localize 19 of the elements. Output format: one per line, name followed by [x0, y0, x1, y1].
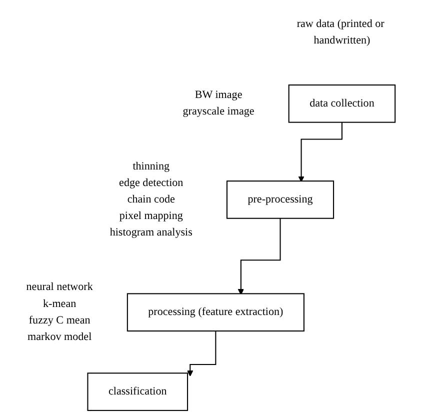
node-box: [226, 180, 334, 219]
node-label: thinning: [133, 160, 170, 172]
node-label: histogram analysis: [110, 226, 193, 238]
node-label: fuzzy C mean: [29, 314, 91, 326]
node-label: neural network: [26, 281, 94, 293]
node-box: [288, 84, 396, 123]
node-box: [88, 372, 188, 411]
node-label: chain code: [128, 193, 176, 206]
node-label: edge detection: [119, 176, 184, 189]
arrow: [187, 330, 217, 376]
node-label: grayscale image: [183, 106, 255, 118]
arrow: [298, 122, 343, 182]
node-label: raw data (printed or handwritten): [297, 18, 385, 46]
node-label: markov model: [28, 330, 92, 343]
node-label: pixel mapping: [120, 210, 184, 222]
arrow: [238, 218, 282, 295]
node-label: k-mean: [43, 298, 76, 310]
node-box: [127, 293, 305, 332]
node-label: BW image: [195, 89, 243, 101]
